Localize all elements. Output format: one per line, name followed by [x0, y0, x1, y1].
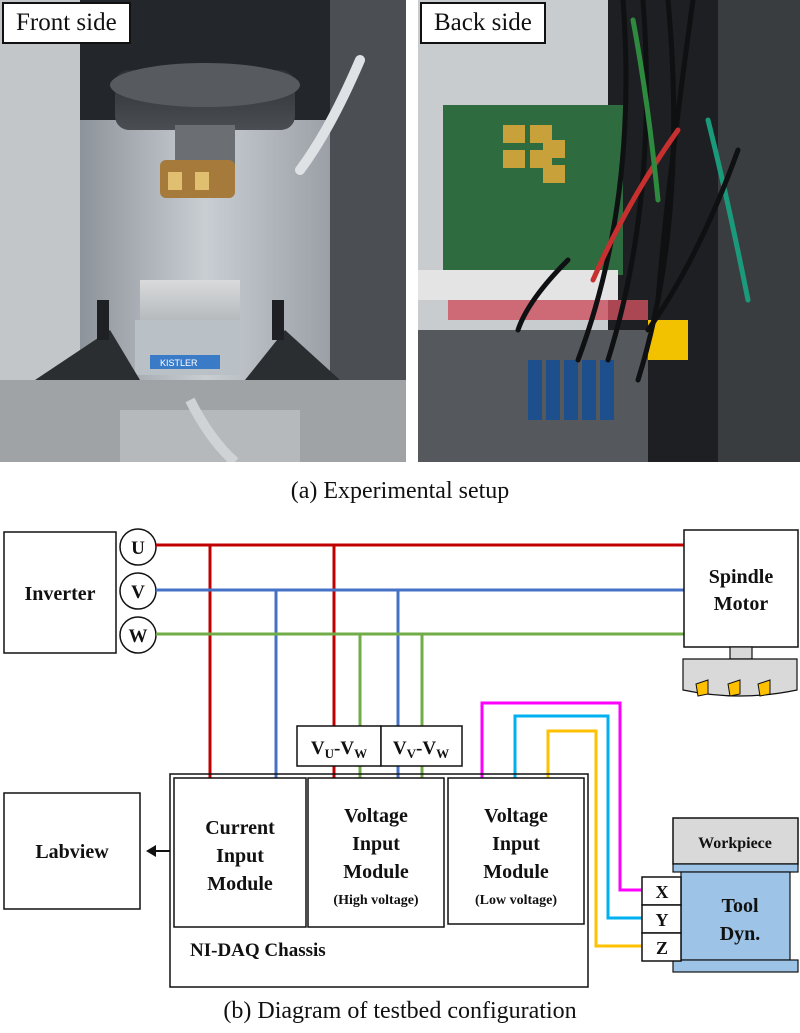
axis-z-label: Z	[656, 938, 668, 958]
cutter-insert	[727, 679, 741, 697]
front-side-label: Front side	[2, 2, 131, 44]
dyn-top-plate	[672, 863, 799, 873]
axis-y-label: Y	[656, 910, 669, 930]
inverter-label: Inverter	[24, 583, 95, 605]
axis-x-label: X	[656, 882, 669, 902]
voltage-high-line1: Voltage	[344, 805, 408, 827]
chassis-label: NI-DAQ Chassis	[190, 940, 326, 961]
vv-vw-box	[380, 725, 463, 767]
voltage-high-line2: Input	[352, 833, 400, 855]
voltage-input-low-module	[447, 777, 585, 925]
spindle-label-line1: Spindle	[709, 566, 774, 588]
axis-x-line	[480, 701, 642, 892]
spindle-shaft	[729, 646, 753, 660]
spindle-motor-box	[683, 529, 799, 648]
voltage-high-line3: Module	[343, 861, 409, 883]
tool-dynamometer-body	[680, 871, 791, 961]
voltage-low-line2: Input	[492, 833, 540, 855]
labview-arrow-head	[146, 845, 156, 857]
tool-dyn-line2: Dyn.	[720, 923, 761, 945]
spindle-label-line2: Motor	[714, 593, 769, 615]
vv-vw-label: VV-VW	[393, 738, 449, 761]
current-module-line1: Current	[205, 817, 275, 839]
current-input-module	[173, 777, 307, 928]
voltage-input-high-module	[307, 777, 445, 928]
axis-z-line	[546, 729, 642, 948]
ni-daq-chassis	[169, 773, 589, 988]
phase-u-circle	[119, 528, 157, 566]
workpiece-label: Workpiece	[698, 835, 772, 852]
axis-y-line	[513, 714, 642, 920]
voltage-low-line3: Module	[483, 861, 549, 883]
current-module-line3: Module	[207, 873, 273, 895]
cutter-inserts	[695, 679, 771, 697]
phase-u-label: U	[131, 538, 145, 559]
voltage-low-note: (Low voltage)	[475, 893, 557, 908]
back-side-image	[418, 0, 800, 462]
current-module-line2: Input	[216, 845, 264, 867]
axis-y-port	[641, 904, 682, 934]
back-side-photo: Back side	[418, 0, 800, 462]
phase-v-label: V	[131, 582, 145, 603]
caption-a: (a) Experimental setup	[290, 478, 510, 504]
vu-vw-label: VU-VW	[311, 738, 367, 761]
voltage-low-line1: Voltage	[484, 805, 548, 827]
cutter-insert	[757, 679, 771, 697]
back-side-label: Back side	[420, 2, 546, 44]
workpiece-box	[672, 817, 799, 865]
axis-z-port	[641, 932, 682, 962]
voltage-high-note: (High voltage)	[333, 893, 418, 908]
front-side-photo: KISTLER Front side	[0, 0, 406, 462]
kistler-logo: KISTLER	[160, 358, 198, 368]
front-side-image: KISTLER	[0, 0, 406, 462]
cutter-insert	[695, 679, 709, 697]
inverter-box	[3, 531, 117, 654]
phase-w-label: W	[129, 626, 148, 647]
caption-b: (b) Diagram of testbed configuration	[223, 998, 577, 1024]
dyn-base-plate	[672, 959, 799, 973]
labview-label: Labview	[35, 841, 109, 863]
labview-box	[3, 792, 141, 910]
tool-dyn-line1: Tool	[721, 895, 759, 917]
axis-x-port	[641, 876, 682, 906]
